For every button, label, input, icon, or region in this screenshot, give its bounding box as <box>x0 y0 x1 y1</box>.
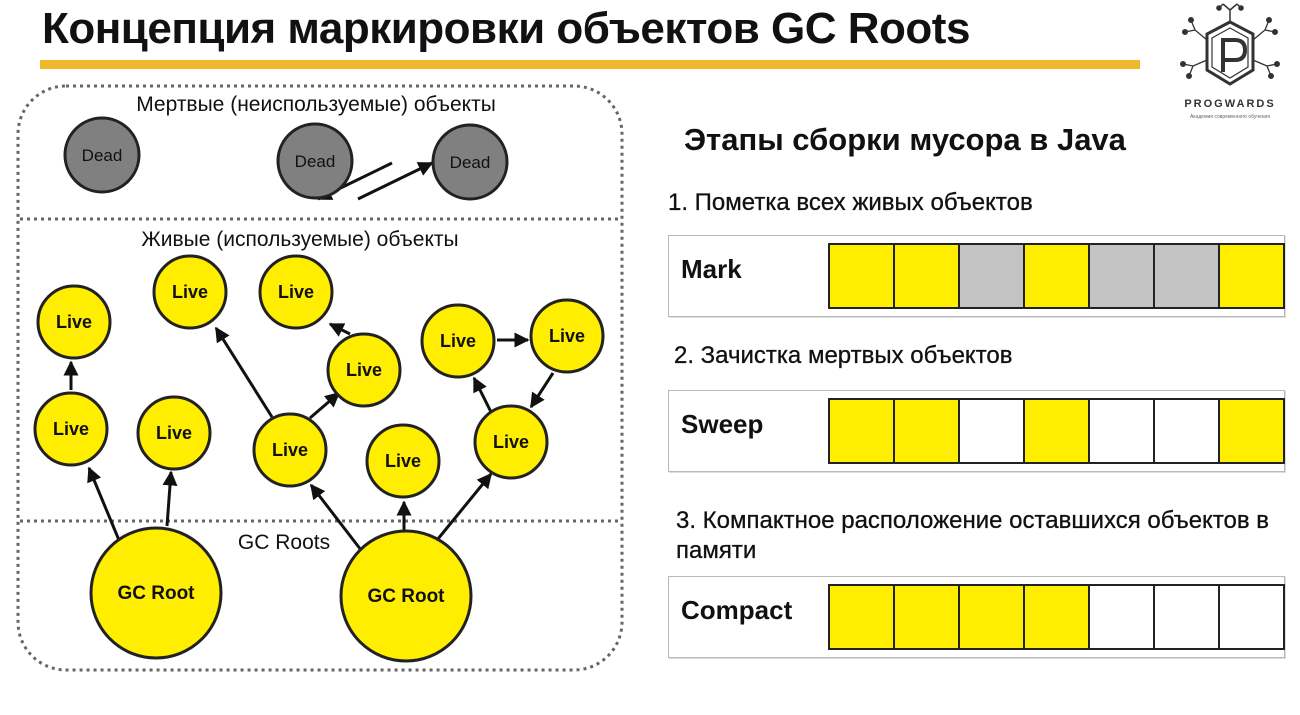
edge <box>162 470 178 527</box>
sweep-stage: Sweep <box>668 390 1285 472</box>
live-node-label: Live <box>278 282 314 302</box>
logo-emblem-icon <box>1180 3 1280 86</box>
memory-cell-dead <box>958 243 1025 309</box>
edge <box>309 483 363 551</box>
live-node-label: Live <box>272 440 308 460</box>
live-node <box>152 254 228 330</box>
mark-stage: Mark <box>668 235 1285 317</box>
gc-root-node <box>339 529 473 663</box>
stage-name: Compact <box>681 595 793 625</box>
live-node <box>258 254 334 330</box>
gc-root-node <box>89 526 223 660</box>
stage-name: Sweep <box>681 409 764 439</box>
memory-cell-live <box>958 584 1025 650</box>
live-node <box>326 332 402 408</box>
dead-node <box>276 122 354 200</box>
edge <box>309 391 341 420</box>
memory-cell-free <box>1153 398 1220 464</box>
edge <box>328 322 351 337</box>
dead-node-label: Dead <box>295 152 336 171</box>
title-underline <box>40 60 1140 69</box>
live-node-label: Live <box>56 312 92 332</box>
live-node <box>136 395 212 471</box>
step-1-label: 1. Пометка всех живых объектов <box>668 189 1033 216</box>
memory-cell-live <box>1023 584 1090 650</box>
memory-cell-live <box>893 584 960 650</box>
step-2-label: 2. Зачистка мертвых объектов <box>674 342 1013 369</box>
stage-name: Mark <box>681 254 742 284</box>
dead-node <box>431 123 509 201</box>
edge <box>472 376 493 413</box>
memory-cell-live <box>1023 243 1090 309</box>
progwards-logo <box>1180 3 1280 86</box>
live-node-label: Live <box>385 451 421 471</box>
gc-root-label: GC Root <box>367 586 445 607</box>
memory-cell-live <box>828 398 895 464</box>
memory-cell-free <box>958 398 1025 464</box>
memory-cell-free <box>1088 398 1155 464</box>
memory-cell-live <box>1023 398 1090 464</box>
memory-cell-live <box>893 398 960 464</box>
memory-cell-dead <box>1153 243 1220 309</box>
live-node <box>252 412 328 488</box>
live-node <box>365 423 441 499</box>
memory-cell-free <box>1153 584 1220 650</box>
memory-cells <box>828 243 1285 309</box>
live-node-label: Live <box>53 419 89 439</box>
live-node <box>420 303 496 379</box>
edge <box>529 372 555 409</box>
stages-title: Этапы сборки мусора в Java <box>684 122 1126 157</box>
live-node-label: Live <box>493 432 529 452</box>
diagram-frame <box>16 84 624 672</box>
edge <box>357 161 434 201</box>
memory-cell-dead <box>1088 243 1155 309</box>
memory-cell-live <box>893 243 960 309</box>
memory-cell-free <box>1218 584 1285 650</box>
gc-root-label: GC Root <box>117 583 195 604</box>
live-node-label: Live <box>172 282 208 302</box>
live-section-label: Живые (используемые) объекты <box>141 228 458 251</box>
memory-cell-live <box>828 243 895 309</box>
dead-section-label: Мертвые (неиспользуемые) объекты <box>136 93 496 116</box>
memory-cells <box>828 584 1285 650</box>
memory-cells <box>828 398 1285 464</box>
logo-subtext: Академия современного обучения <box>1189 114 1271 120</box>
live-nodes <box>33 254 605 499</box>
compact-stage: Compact <box>668 576 1285 658</box>
live-node-label: Live <box>156 423 192 443</box>
roots-section-label: GC Roots <box>238 531 330 554</box>
dead-nodes <box>63 116 509 201</box>
edge <box>87 466 123 546</box>
memory-cell-live <box>1218 398 1285 464</box>
live-node <box>529 298 605 374</box>
page-title: Концепция маркировки объектов GC Roots <box>42 4 970 53</box>
memory-cell-free <box>1088 584 1155 650</box>
edge <box>431 472 493 546</box>
gc-roots-diagram: Мертвые (неиспользуемые) объекты Живые (… <box>16 84 624 672</box>
dead-node-label: Dead <box>82 146 123 165</box>
root-nodes <box>89 526 473 663</box>
live-node-label: Live <box>346 360 382 380</box>
memory-cell-live <box>828 584 895 650</box>
dead-node-label: Dead <box>450 153 491 172</box>
live-node-label: Live <box>549 326 585 346</box>
live-node <box>36 284 112 360</box>
live-node-label: Live <box>440 331 476 351</box>
dead-node <box>63 116 141 194</box>
edge <box>214 326 274 418</box>
live-node <box>33 391 109 467</box>
step-3-label: 3. Компактное расположение оставшихся об… <box>676 507 1270 564</box>
logo-text: PROGWARDS <box>1184 98 1276 110</box>
live-node <box>473 404 549 480</box>
memory-cell-live <box>1218 243 1285 309</box>
